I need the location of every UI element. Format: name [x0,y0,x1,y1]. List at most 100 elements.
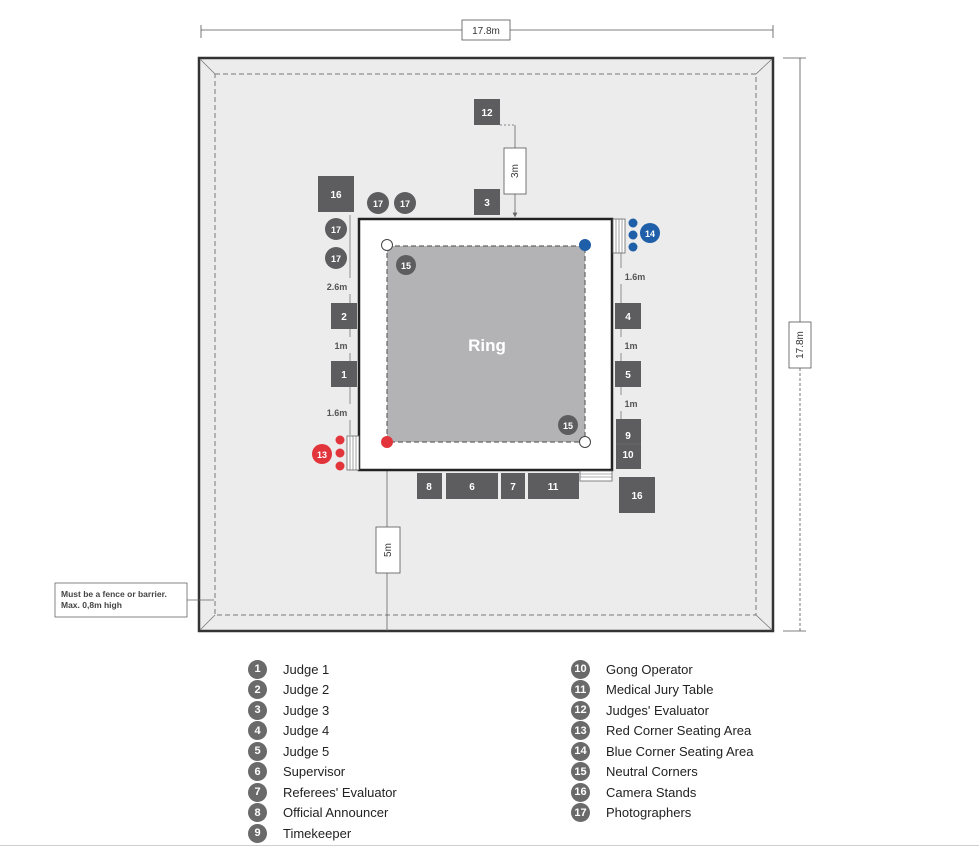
medical-jury-marker: 11 [528,473,579,499]
svg-text:17: 17 [331,225,341,235]
neutral-corner-marker-bottom: 15 [558,415,578,435]
legend-number-badge: 2 [248,680,267,699]
gong-marker-label: 10 [622,450,634,461]
legend-item: 15 Neutral Corners [571,762,698,782]
legend-number-badge: 15 [571,762,590,781]
legend-number-badge: 4 [248,721,267,740]
judges-evaluator-marker: 12 [474,99,500,125]
legend-label: Judge 3 [283,702,330,718]
svg-text:8: 8 [426,482,432,493]
legend-label: Camera Stands [606,784,697,800]
legend-item: 10 Gong Operator [571,659,693,679]
top-width-label: 17.8m [472,26,500,37]
svg-text:12: 12 [481,108,493,119]
legend-label: Medical Jury Table [606,682,714,697]
legend-label: Timekeeper [283,825,352,841]
right-height-dimension: 17.8m [783,57,812,632]
legend-number-badge: 11 [571,680,590,699]
legend-number-badge: 12 [571,700,590,720]
right-height-label: 17.8m [795,331,806,359]
svg-text:14: 14 [645,229,655,239]
legend-item: 5 Judge 5 [248,741,329,761]
legend-item: 11 Medical Jury Table [571,680,713,700]
legend-number-badge: 17 [571,803,590,822]
dimension-3m: 3m [500,124,527,218]
camera-stand-top-left-marker: 16 [318,176,354,212]
legend-item: 16 Camera Stands [571,782,696,802]
svg-text:2: 2 [341,312,347,323]
legend-label: Neutral Corners [606,764,698,779]
legend-item: 6 Supervisor [248,762,345,782]
blue-corner-seating: 14 [628,218,660,252]
svg-text:16: 16 [631,491,643,502]
legend-number-badge: 7 [248,782,267,802]
top-width-dimension: 17.8m [200,19,774,41]
legend-number-badge: 14 [571,741,590,761]
legend-item: 8 Official Announcer [248,803,388,823]
legend-label: Official Announcer [283,805,389,820]
legend-item: 1 Judge 1 [248,659,329,679]
legend-item: 12 Judges' Evaluator [571,700,709,720]
bottom-rule [0,845,979,846]
legend-item: 17 Photographers [571,803,691,823]
right-distance-1m-a: 1m [624,341,637,351]
red-corner [381,436,393,448]
photographer-marker-a: 17 [367,192,389,214]
legend-number-badge: 10 [571,659,590,679]
legend-number-badge: 8 [248,803,267,822]
judge-1-marker: 1 [331,361,357,387]
timekeeper-marker-label: 9 [625,431,631,442]
judge-2-marker: 2 [331,303,357,329]
barrier-line [214,73,757,616]
svg-text:15: 15 [401,261,411,271]
ring-canvas [386,245,586,443]
legend-item: 9 Timekeeper [248,823,351,843]
barrier-note-line1: Must be a fence or barrier. [61,589,167,599]
legend-number-badge: 16 [571,782,590,802]
legend-label: Supervisor [283,764,346,779]
blue-corner [579,239,591,251]
left-distance-1-6m: 1.6m [327,408,348,418]
svg-text:3: 3 [484,198,490,209]
legend-number-badge: 5 [248,741,267,761]
svg-text:16: 16 [330,190,342,201]
svg-text:11: 11 [548,482,559,493]
legend-number-badge: 9 [248,823,267,843]
legend-number-badge: 6 [248,762,267,781]
judge-5-marker: 5 [615,361,641,387]
legend-label: Judge 1 [283,661,330,677]
svg-text:7: 7 [510,482,516,493]
supervisor-marker: 6 [446,473,498,499]
legend-number-badge: 1 [248,659,267,679]
legend-label: Red Corner Seating Area [606,723,752,738]
legend-label: Gong Operator [606,661,693,677]
barrier-note-line2: Max. 0,8m high [61,600,122,610]
photographer-marker-d: 17 [325,247,347,269]
referees-evaluator-marker: 7 [501,473,525,499]
dimension-5m: 5m [375,471,401,631]
judge-4-marker: 4 [615,303,641,329]
legend-label: Judge 5 [283,743,330,759]
svg-text:17: 17 [373,199,383,209]
camera-stand-bottom-right-marker: 16 [619,477,655,513]
legend-item: 2 Judge 2 [248,680,329,700]
judge-3-marker: 3 [474,189,500,215]
svg-text:13: 13 [317,450,327,460]
legend-label: Photographers [606,805,692,820]
neutral-corner-marker-top: 15 [396,255,416,275]
photographer-marker-b: 17 [394,192,416,214]
neutral-corner-bottom-right [579,436,591,448]
dimension-3m-label: 3m [510,164,521,178]
right-distance-1-6m: 1.6m [625,272,646,282]
legend-label: Judges' Evaluator [606,702,709,718]
legend-label: Referees' Evaluator [283,784,397,800]
legend-label: Judge 2 [283,682,330,697]
ring-label: Ring [468,336,506,355]
svg-text:4: 4 [625,312,631,323]
left-distance-1m: 1m [334,341,347,351]
photographer-marker-c: 17 [325,218,347,240]
